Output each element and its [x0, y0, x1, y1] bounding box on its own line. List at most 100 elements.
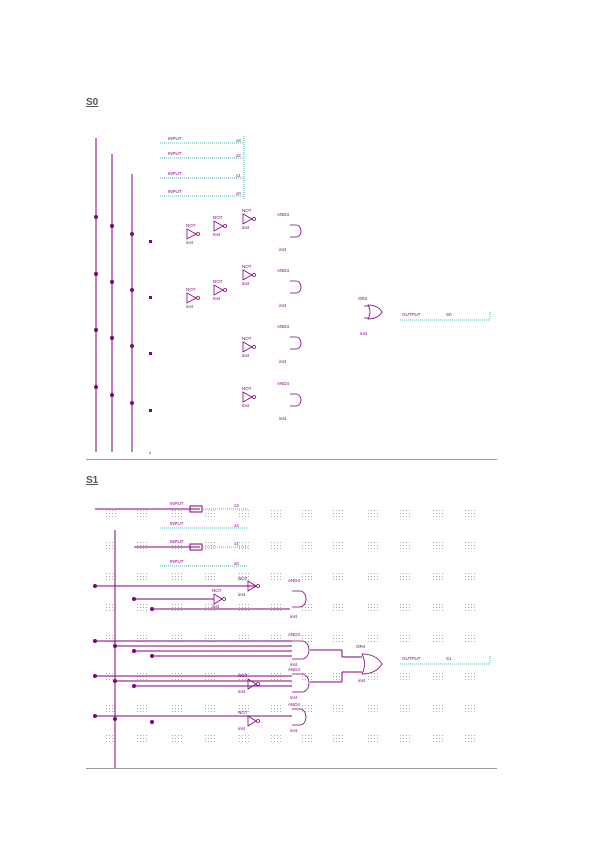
grid-dot — [106, 573, 107, 574]
grid-dot — [308, 738, 309, 739]
grid-dot — [371, 735, 372, 736]
grid-dot — [274, 711, 275, 712]
grid-dot — [146, 610, 147, 611]
junction-dot — [132, 649, 136, 653]
grid-dot — [371, 545, 372, 546]
grid-dot — [106, 510, 107, 511]
grid-dot — [205, 513, 206, 514]
grid-dot — [271, 708, 272, 709]
grid-dot — [178, 741, 179, 742]
grid-dot — [143, 548, 144, 549]
grid-dot — [333, 516, 334, 517]
grid-dot — [442, 542, 443, 543]
grid-dot — [302, 513, 303, 514]
grid-dot — [242, 705, 243, 706]
grid-dot — [333, 676, 334, 677]
grid-dot — [239, 679, 240, 680]
grid-dot — [409, 607, 410, 608]
grid-dot — [205, 738, 206, 739]
grid-dot — [305, 576, 306, 577]
grid-dot — [474, 545, 475, 546]
grid-dot — [333, 513, 334, 514]
grid-dot — [181, 741, 182, 742]
grid-dot — [137, 638, 138, 639]
grid-dot — [280, 708, 281, 709]
grid-dot — [181, 711, 182, 712]
grid-dot — [214, 735, 215, 736]
grid-dot — [465, 510, 466, 511]
grid-dot — [403, 610, 404, 611]
grid-dot — [211, 573, 212, 574]
or-gate-inst: inst — [360, 331, 368, 336]
grid-dot — [433, 705, 434, 706]
junction-dot — [110, 336, 114, 340]
grid-dot — [181, 610, 182, 611]
grid-dot — [172, 679, 173, 680]
grid-dot — [277, 576, 278, 577]
grid-dot — [112, 735, 113, 736]
grid-dot — [374, 708, 375, 709]
junction-dot — [110, 393, 114, 397]
grid-dot — [377, 735, 378, 736]
grid-dot — [311, 711, 312, 712]
grid-dot — [137, 679, 138, 680]
grid-dot — [465, 738, 466, 739]
grid-dot — [211, 610, 212, 611]
grid-dot — [137, 705, 138, 706]
grid-dot — [465, 635, 466, 636]
grid-dot — [308, 604, 309, 605]
output-pin-label: OUTPUT — [402, 656, 421, 661]
grid-dot — [339, 711, 340, 712]
grid-dot — [400, 741, 401, 742]
grid-dot — [468, 610, 469, 611]
grid-dot — [239, 705, 240, 706]
grid-dot — [208, 741, 209, 742]
grid-dot — [245, 708, 246, 709]
grid-dot — [433, 679, 434, 680]
grid-dot — [471, 510, 472, 511]
grid-dot — [439, 513, 440, 514]
grid-dot — [112, 576, 113, 577]
grid-dot — [211, 548, 212, 549]
grid-dot — [242, 513, 243, 514]
grid-dot — [208, 673, 209, 674]
grid-dot — [205, 607, 206, 608]
grid-dot — [172, 542, 173, 543]
grid-dot — [271, 579, 272, 580]
grid-dot — [371, 679, 372, 680]
grid-dot — [336, 711, 337, 712]
grid-dot — [106, 738, 107, 739]
grid-dot — [146, 638, 147, 639]
grid-dot — [137, 738, 138, 739]
grid-dot — [406, 513, 407, 514]
grid-dot — [371, 516, 372, 517]
grid-dot — [465, 708, 466, 709]
grid-dot — [377, 545, 378, 546]
grid-dot — [468, 679, 469, 680]
grid-dot — [339, 610, 340, 611]
grid-dot — [271, 735, 272, 736]
grid-dot — [302, 607, 303, 608]
grid-dot — [211, 542, 212, 543]
grid-dot — [274, 513, 275, 514]
grid-dot — [140, 545, 141, 546]
grid-dot — [333, 573, 334, 574]
grid-dot — [140, 735, 141, 736]
grid-dot — [403, 542, 404, 543]
grid-dot — [274, 579, 275, 580]
section-title-s0: S0 — [86, 97, 99, 108]
grid-dot — [371, 741, 372, 742]
grid-dot — [109, 708, 110, 709]
grid-dot — [305, 638, 306, 639]
grid-dot — [143, 573, 144, 574]
grid-dot — [403, 735, 404, 736]
grid-dot — [333, 673, 334, 674]
grid-dot — [368, 741, 369, 742]
grid-dot — [178, 579, 179, 580]
grid-dot — [106, 542, 107, 543]
and-gate-symbol — [290, 336, 302, 350]
grid-dot — [433, 673, 434, 674]
grid-dot — [137, 610, 138, 611]
grid-dot — [368, 711, 369, 712]
grid-dot — [465, 673, 466, 674]
